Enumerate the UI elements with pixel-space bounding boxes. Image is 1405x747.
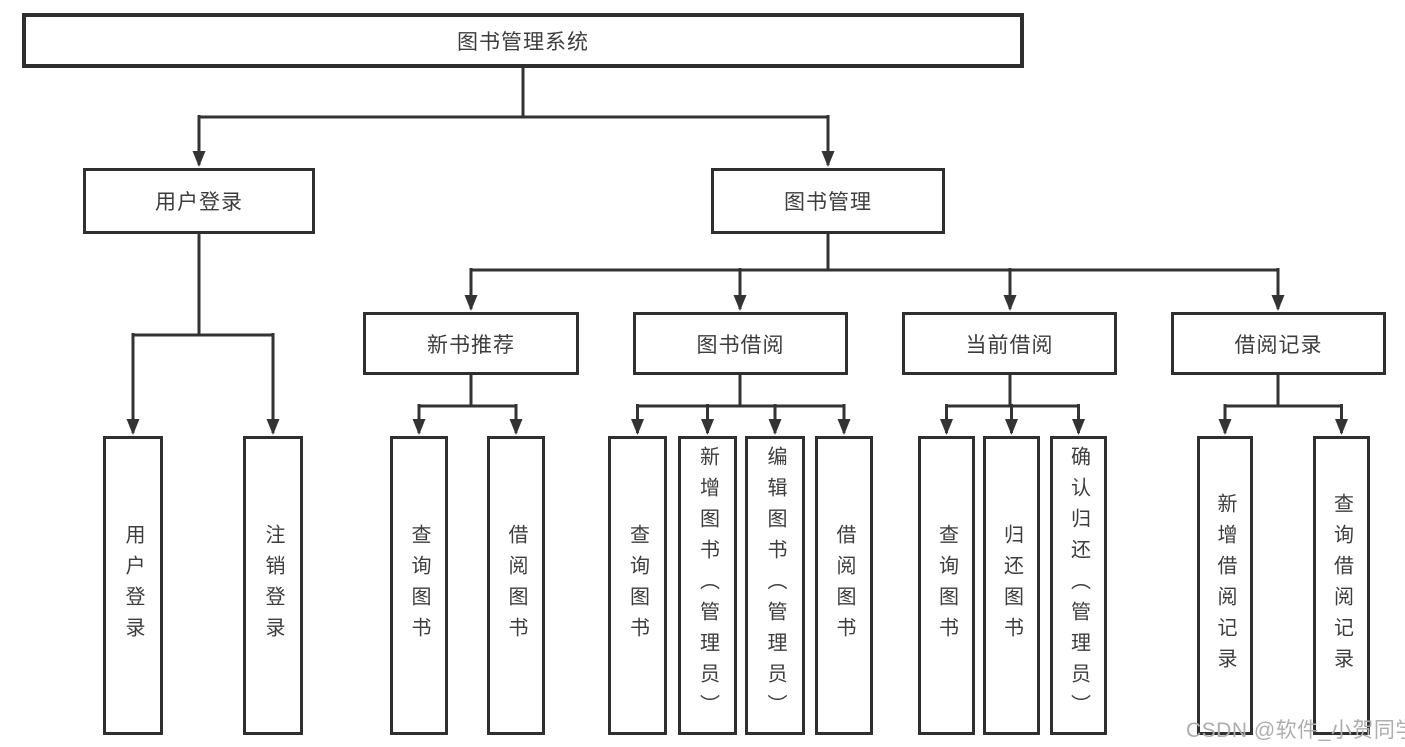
node-label: 图书管理系统 — [457, 30, 589, 54]
leaf-label: 新增借阅记录 — [1214, 492, 1236, 679]
csdn-watermark: CSDN @软件_小贺同学 — [1186, 719, 1405, 742]
leaf-label: 确认归还（管理员） — [1067, 446, 1090, 725]
leaf-label: 借阅图书 — [505, 523, 527, 648]
leaf-label: 查询借阅记录 — [1330, 492, 1353, 679]
leaf-query-borrow-record: 查询借阅记录 — [1313, 436, 1370, 735]
leaf-label: 借阅图书 — [833, 523, 855, 648]
leaf-query-books-borrow: 查询图书 — [608, 436, 667, 735]
leaf-user-login: 用户登录 — [103, 436, 163, 735]
leaf-label: 注销登录 — [262, 523, 284, 648]
leaf-label: 查询图书 — [935, 523, 958, 648]
node-new-book-recommend: 新书推荐 — [363, 312, 579, 375]
leaf-label: 查询图书 — [408, 523, 430, 648]
node-user-login: 用户登录 — [83, 168, 315, 234]
leaf-label: 编辑图书（管理员） — [764, 446, 786, 725]
leaf-add-borrow-record: 新增借阅记录 — [1197, 436, 1253, 735]
leaf-label: 用户登录 — [122, 523, 144, 648]
leaf-query-books-recommend: 查询图书 — [390, 436, 448, 735]
node-book-borrow: 图书借阅 — [633, 312, 848, 375]
node-label: 借阅记录 — [1234, 333, 1323, 357]
node-label: 用户登录 — [155, 191, 243, 214]
node-label: 当前借阅 — [965, 333, 1054, 357]
leaf-borrow-books: 借阅图书 — [815, 436, 873, 735]
leaf-confirm-return-admin: 确认归还（管理员） — [1050, 436, 1107, 735]
leaf-label: 查询图书 — [626, 523, 649, 648]
leaf-label: 归还图书 — [1000, 523, 1023, 648]
node-book-management: 图书管理 — [711, 168, 945, 234]
node-library-management-system: 图书管理系统 — [22, 13, 1024, 68]
leaf-logout: 注销登录 — [243, 436, 303, 735]
node-label: 图书管理 — [784, 191, 872, 214]
leaf-edit-books-admin: 编辑图书（管理员） — [745, 436, 805, 735]
node-label: 图书借阅 — [696, 333, 785, 357]
node-label: 新书推荐 — [427, 333, 515, 357]
node-borrow-records: 借阅记录 — [1171, 312, 1386, 375]
leaf-borrow-books-recommend: 借阅图书 — [487, 436, 545, 735]
leaf-query-books-current: 查询图书 — [918, 436, 975, 735]
leaf-label: 新增图书（管理员） — [696, 446, 719, 725]
node-current-borrow: 当前借阅 — [902, 312, 1117, 375]
leaf-return-books: 归还图书 — [983, 436, 1040, 735]
leaf-add-books-admin: 新增图书（管理员） — [678, 436, 737, 735]
